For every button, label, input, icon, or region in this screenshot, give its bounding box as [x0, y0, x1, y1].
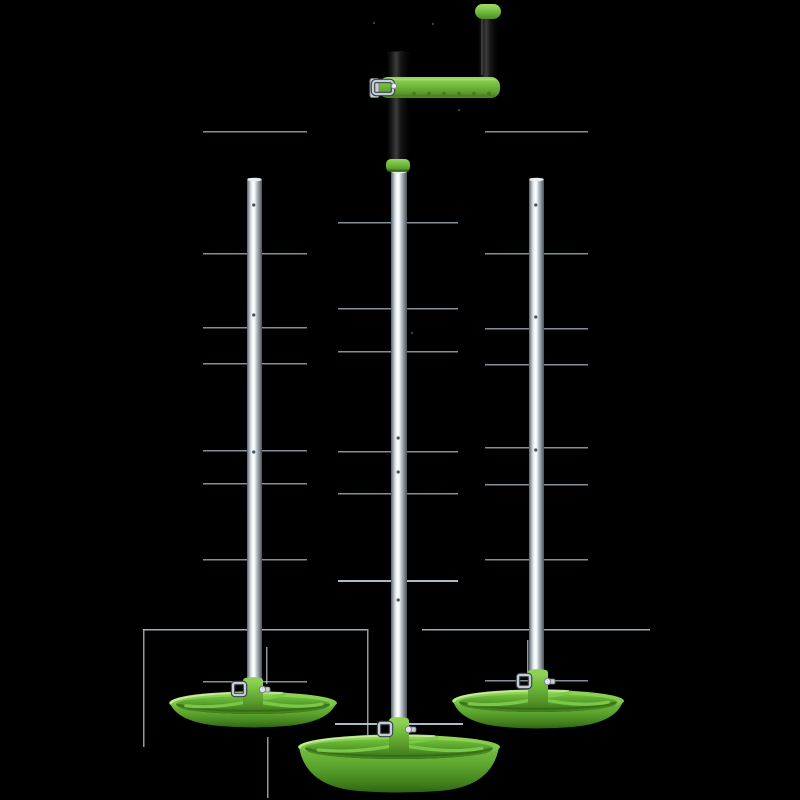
- dust-speck: [431, 22, 435, 26]
- tray-right-hub: [528, 670, 548, 707]
- tray-left-hub-top: [243, 677, 263, 682]
- tray-center-hub-top: [389, 717, 409, 722]
- tray-center-hub: [389, 718, 409, 753]
- arm-hole: [487, 91, 491, 96]
- wound-spool: [387, 52, 409, 162]
- tray-right-body: [453, 701, 623, 729]
- dust-speck: [372, 21, 376, 25]
- tray-center-divider: [399, 743, 484, 753]
- pole-left-peg-hole: [252, 450, 256, 454]
- tray-right-hub-top: [528, 669, 548, 674]
- pole-right-top-cap: [529, 177, 544, 182]
- tray-left-body: [170, 703, 336, 728]
- dust-speck: [410, 331, 414, 335]
- dust-speck: [457, 108, 461, 112]
- arm-hole: [472, 91, 476, 96]
- poles-layer: [247, 169, 544, 730]
- tray-left-hub: [243, 678, 263, 709]
- pole-left-peg-hole: [252, 313, 256, 317]
- tray-center-body: [299, 747, 499, 793]
- guide-line-vertical: [267, 737, 269, 798]
- arm-clamp-bolt: [390, 82, 398, 90]
- guide-line-vertical: [143, 629, 145, 747]
- pole-left-peg-hole: [252, 203, 256, 207]
- tray-left-clamp-bolt-head: [258, 685, 267, 694]
- tray-left: [169, 677, 337, 731]
- pole-left: [247, 177, 262, 688]
- trays-layer: [169, 669, 624, 796]
- tray-center-rim-highlight: [298, 734, 436, 749]
- grip-end-cap: [475, 4, 501, 19]
- tray-center-inner-shadow: [305, 747, 493, 759]
- guide-line-horizontal: [485, 131, 588, 133]
- guide-line-vertical: [266, 647, 268, 684]
- guide-line-vertical: [527, 640, 529, 676]
- pole-center-peg-hole: [396, 436, 400, 440]
- tray-center-clamp-bolt-head: [404, 725, 413, 734]
- tray-right: [452, 669, 624, 732]
- guide-line-horizontal: [203, 131, 307, 133]
- green-collar: [386, 159, 410, 172]
- tray-right-clamp-ring: [516, 673, 532, 689]
- pole-right: [529, 177, 544, 682]
- pole-left-shaft: [247, 178, 262, 688]
- pole-right-peg-hole: [534, 448, 538, 452]
- tray-left-inner-shadow: [176, 703, 330, 714]
- arm-hole: [442, 91, 446, 96]
- arm-hole: [427, 91, 431, 96]
- pole-center-peg-hole: [396, 470, 400, 474]
- tray-center-clamp-ring: [377, 721, 393, 737]
- crank-assembly-layer: [369, 4, 501, 172]
- tray-center: [298, 717, 500, 796]
- pole-center-shaft: [391, 170, 407, 730]
- pole-center: [391, 169, 407, 730]
- pole-right-shaft: [529, 178, 544, 682]
- tray-right-inner-shadow: [459, 701, 617, 712]
- pole-right-peg-hole: [534, 315, 538, 319]
- pole-right-peg-hole: [534, 203, 538, 207]
- pole-left-top-cap: [247, 177, 262, 182]
- tray-right-clamp-bolt-head: [543, 677, 552, 686]
- tray-left-clamp-ring: [231, 681, 247, 697]
- pole-center-peg-hole: [396, 598, 400, 602]
- guide-line-vertical: [367, 629, 369, 735]
- arm-hole: [457, 91, 461, 96]
- crank-arm: [379, 77, 500, 98]
- arm-hole: [412, 91, 416, 96]
